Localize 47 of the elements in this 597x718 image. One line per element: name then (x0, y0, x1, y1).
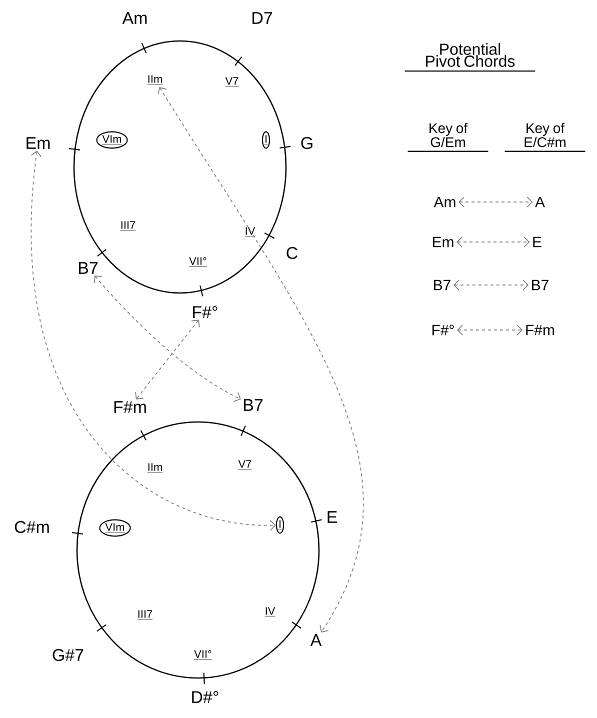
dashed-arrow (30, 150, 276, 531)
chord-name: E (328, 511, 337, 523)
chord-name: D#° (192, 691, 218, 703)
chord-name: Em (432, 236, 454, 248)
roman-numeral: IV (264, 607, 276, 616)
chord-name: G (301, 137, 312, 150)
roman-numeral: IIm (147, 463, 163, 472)
roman-numeral: VII° (194, 650, 212, 660)
chord-name: Em (26, 137, 50, 149)
dashed-arrow (453, 280, 529, 290)
dashed-arrow (458, 196, 533, 208)
chord-name: A (535, 196, 545, 208)
chord-name: C (286, 246, 298, 260)
chord-name: C#m (14, 520, 49, 534)
dashed-arrow (94, 276, 241, 402)
chord-name: D7 (252, 12, 272, 24)
chord-name: F#° (432, 324, 454, 336)
column-header: Key of E/C#m (524, 122, 566, 148)
roman-numeral: IIm (147, 75, 163, 84)
roman-numeral: VII° (188, 257, 208, 266)
chord-name: F#° (193, 306, 218, 318)
chord-name: E (533, 236, 542, 248)
chord-name: G#7 (52, 648, 84, 662)
chord-name: F#m (526, 324, 554, 336)
dashed-arrow (456, 324, 523, 336)
roman-numeral: VIm (99, 519, 131, 537)
dashed-arrow (135, 320, 200, 400)
roman-numeral: I (276, 516, 284, 534)
roman-numeral: V7 (225, 77, 239, 86)
roman-numeral: III7 (120, 221, 136, 230)
chord-name: A (310, 634, 322, 646)
column-header: Key of G/Em (430, 122, 468, 148)
chord-name: B7 (244, 399, 263, 411)
chord-name: B7 (532, 280, 548, 290)
chord-name: Am (434, 196, 456, 208)
dashed-arrow (158, 86, 364, 632)
roman-numeral: I (262, 131, 270, 149)
roman-numeral: VIm (96, 131, 128, 149)
roman-numeral: V7 (238, 460, 252, 470)
chord-name: B7 (434, 280, 450, 290)
table-title: Potential Pivot Chords (426, 43, 515, 67)
dashed-arrow (456, 236, 530, 248)
roman-numeral: III7 (137, 610, 153, 620)
chord-name: Am (122, 12, 147, 24)
roman-numeral: IV (244, 227, 256, 236)
chord-name: B7 (79, 262, 98, 274)
chord-name: F#m (114, 401, 146, 413)
